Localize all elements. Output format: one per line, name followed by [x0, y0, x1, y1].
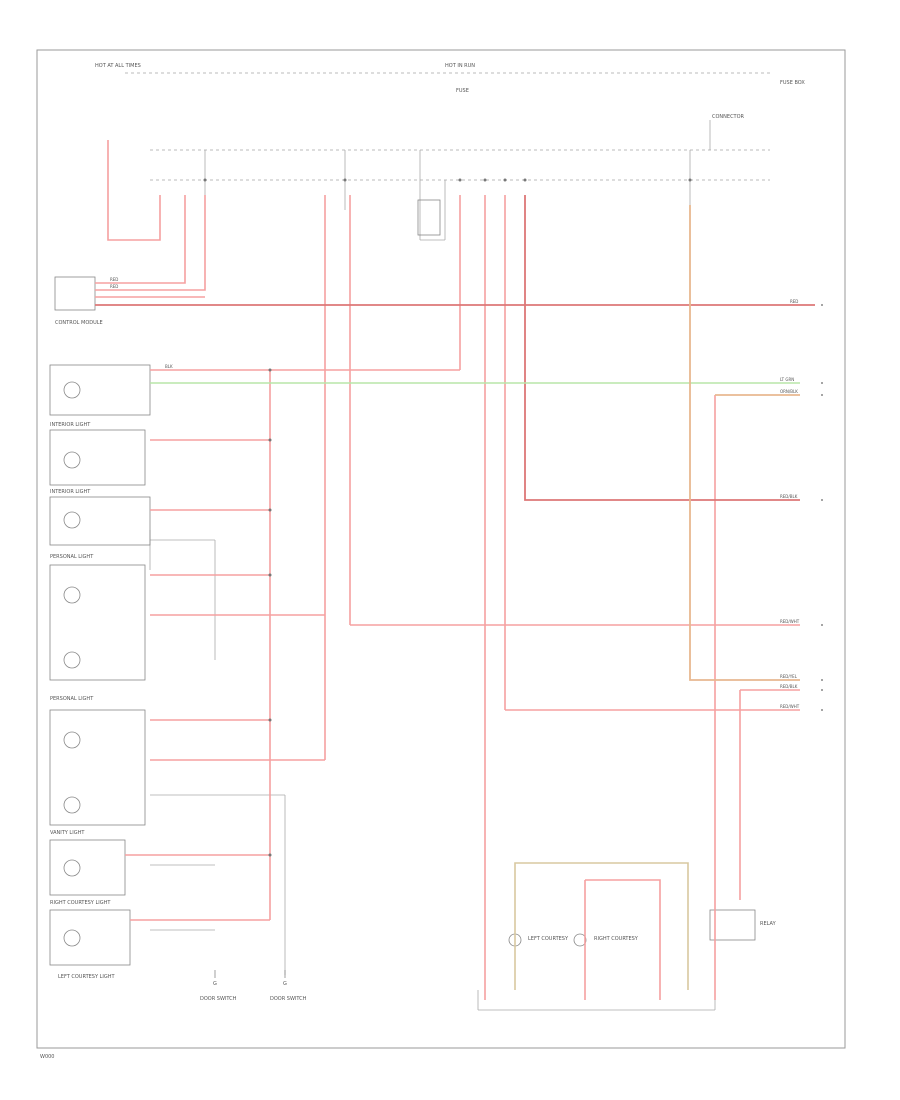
header-left-label: HOT AT ALL TIMES — [95, 63, 141, 69]
wire-label-11: BLK — [165, 364, 173, 369]
bus-connectors — [203, 178, 692, 857]
tan-wires — [514, 862, 689, 990]
dark-red-wires — [95, 195, 815, 501]
wire-label-1: RED — [110, 277, 118, 282]
wire-label-5: LT GRN — [780, 377, 794, 382]
light-7-label: LEFT COURTESY LIGHT — [58, 974, 115, 980]
wire-label-6: ORN/BLK — [780, 389, 798, 394]
switch-1-label: DOOR SWITCH — [200, 996, 237, 1002]
bottom-code: W000 — [40, 1054, 55, 1060]
ground-symbols — [214, 970, 286, 978]
light-6-label: RIGHT COURTESY LIGHT — [50, 900, 111, 906]
light-4-label: PERSONAL LIGHT — [50, 696, 94, 702]
connector-ends — [821, 304, 823, 711]
wire-label-8: RED/YEL — [780, 674, 798, 679]
connector-label: CONNECTOR — [712, 114, 745, 120]
wire-label-4: RED/BLK — [780, 494, 798, 499]
structure-lines — [149, 120, 716, 1011]
light-3-label: PERSONAL LIGHT — [50, 554, 94, 560]
light-2-label: INTERIOR LIGHT — [50, 489, 91, 495]
bulb-1-label: LEFT COURTESY — [528, 936, 569, 942]
wire-label-7: RED/WHT — [780, 619, 800, 624]
bulb-2-label: RIGHT COURTESY — [594, 936, 639, 942]
wire-label-10: RED/WHT — [780, 704, 800, 709]
header-right-label: FUSE BOX — [780, 80, 805, 86]
component-boxes — [49, 199, 756, 966]
relay-label: RELAY — [760, 921, 777, 927]
wire-label-2: RED — [110, 284, 118, 289]
diagram-frame — [36, 49, 846, 1049]
orange-wires — [689, 205, 800, 681]
ground-2-label: G — [283, 981, 287, 987]
ground-1-label: G — [213, 981, 217, 987]
light-1-label: INTERIOR LIGHT — [50, 422, 91, 428]
header-center-label: HOT IN RUN — [445, 63, 475, 69]
lamp-symbols — [63, 381, 587, 947]
wire-label-9: RED/BLK — [780, 684, 798, 689]
power-buses — [125, 72, 770, 181]
header-center-sub: FUSE — [456, 88, 469, 94]
switch-2-label: DOOR SWITCH — [270, 996, 307, 1002]
light-5-label: VANITY LIGHT — [50, 830, 85, 836]
control-module-label: CONTROL MODULE — [55, 320, 103, 326]
red-wires — [95, 140, 800, 1000]
wire-label-3: RED — [790, 299, 798, 304]
control-module — [54, 276, 96, 311]
